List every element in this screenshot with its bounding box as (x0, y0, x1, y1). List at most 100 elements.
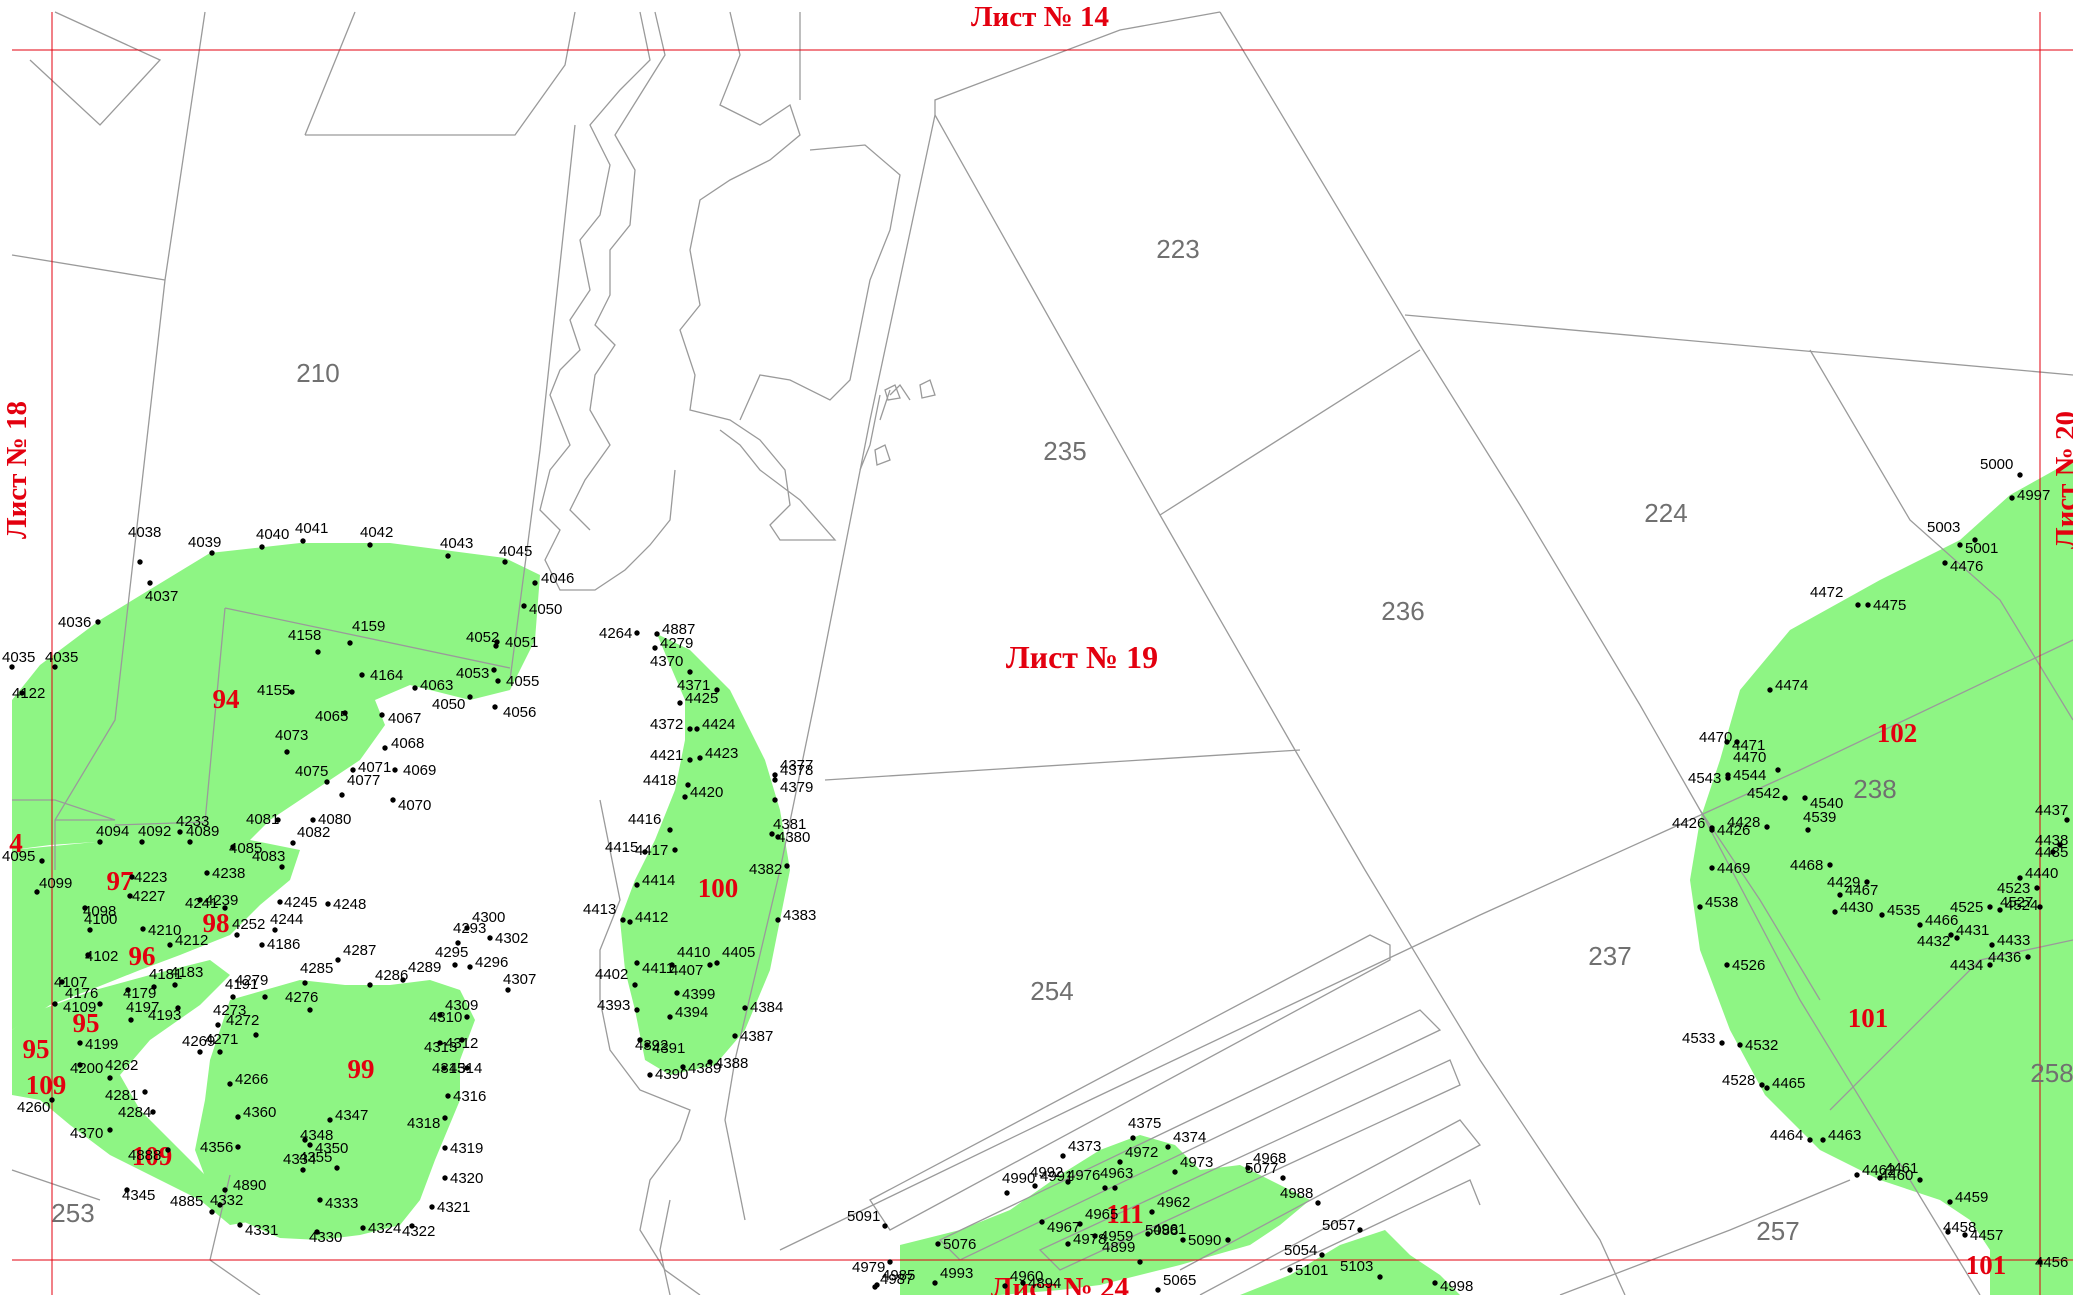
boundary-point-marker (107, 1075, 113, 1081)
boundary-point-label: 5091 (847, 1208, 880, 1225)
river-bank (679, 11, 837, 541)
boundary-point-label: 4279 (660, 635, 693, 652)
boundary-point-label: 4332 (210, 1192, 243, 1209)
boundary-point-marker (1225, 1237, 1231, 1243)
boundary-point-label: 4387 (740, 1028, 773, 1045)
boundary-point-label: 4421 (650, 747, 683, 764)
parcel-label: 258 (2030, 1058, 2073, 1088)
boundary-point-marker (150, 1109, 156, 1115)
boundary-point-marker (1987, 904, 1993, 910)
boundary-point-marker (887, 1259, 893, 1265)
boundary-point-label: 4039 (188, 534, 221, 551)
boundary-point-marker (1165, 1144, 1171, 1150)
boundary-point-label: 4176 (65, 985, 98, 1002)
boundary-point-label: 4998 (1440, 1278, 1473, 1295)
boundary-point-label: 4402 (595, 966, 628, 983)
boundary-point-marker (9, 664, 15, 670)
boundary-point-label: 4417 (635, 842, 668, 859)
boundary-point-marker (1827, 862, 1833, 868)
boundary-point-marker (137, 559, 143, 565)
boundary-point-marker (1837, 892, 1843, 898)
boundary-point-label: 4035 (45, 649, 78, 666)
boundary-point-marker (360, 1225, 366, 1231)
boundary-point-label: 4094 (96, 823, 129, 840)
boundary-point-marker (209, 1209, 215, 1215)
boundary-point-marker (2037, 1259, 2043, 1265)
boundary-line (1279, 1179, 1481, 1271)
boundary-point-label: 4350 (315, 1140, 348, 1157)
boundary-point-marker (1877, 1175, 1883, 1181)
boundary-line (224, 607, 511, 669)
boundary-point-label: 4210 (148, 922, 181, 939)
boundary-point-label: 4471 (1732, 737, 1765, 754)
zone-label: 97 (107, 866, 134, 896)
islet (884, 384, 901, 401)
boundary-point-label: 4042 (360, 524, 393, 541)
boundary-point-marker (1948, 932, 1954, 938)
boundary-point-label: 4302 (495, 930, 528, 947)
boundary-point-label: 4543 (1688, 770, 1721, 787)
zone-label: 96 (129, 941, 156, 971)
boundary-point-label: 4287 (343, 942, 376, 959)
boundary-point-marker (1725, 775, 1731, 781)
boundary-point-label: 4462 (1862, 1162, 1895, 1179)
boundary-point-label: 4309 (445, 997, 478, 1014)
boundary-point-label: 4041 (295, 520, 328, 537)
boundary-point-label: 4377 (780, 757, 813, 774)
boundary-point-label: 4979 (852, 1259, 885, 1276)
boundary-point-label: 4262 (105, 1057, 138, 1074)
boundary-point-marker (1724, 962, 1730, 968)
boundary-point-marker (1172, 1169, 1178, 1175)
boundary-point-marker (492, 704, 498, 710)
boundary-point-label: 4045 (499, 543, 532, 560)
boundary-point-marker (452, 962, 458, 968)
boundary-point-marker (1377, 1274, 1383, 1280)
boundary-point-marker (2025, 954, 2031, 960)
boundary-line (11, 1169, 101, 1201)
boundary-point-label: 4095 (2, 848, 35, 865)
boundary-point-label: 4077 (347, 772, 380, 789)
boundary-point-marker (742, 1005, 748, 1011)
boundary-point-marker (142, 1089, 148, 1095)
boundary-point-label: 4082 (297, 824, 330, 841)
boundary-point-marker (279, 864, 285, 870)
boundary-point-marker (502, 559, 508, 565)
boundary-point-marker (1947, 1199, 1953, 1205)
boundary-point-marker (1112, 1185, 1118, 1191)
boundary-point-label: 4375 (1128, 1115, 1161, 1132)
boundary-line (29, 11, 162, 126)
boundary-point-marker (359, 672, 365, 678)
boundary-point-label: 4380 (777, 829, 810, 846)
boundary-point-label: 4527 (2000, 894, 2033, 911)
boundary-point-label: 4293 (453, 920, 486, 937)
boundary-point-marker (307, 1142, 313, 1148)
boundary-point-label: 4526 (1732, 957, 1765, 974)
boundary-point-label: 4468 (1790, 857, 1823, 874)
boundary-point-label: 4050 (529, 601, 562, 618)
boundary-point-marker (491, 667, 497, 673)
boundary-line (1404, 314, 2073, 376)
boundary-point-marker (707, 1059, 713, 1065)
boundary-point-marker (2017, 472, 2023, 478)
boundary-point-marker (772, 777, 778, 783)
boundary-point-label: 4965 (1085, 1206, 1118, 1223)
zone-bottom-strip-area (1240, 1230, 1460, 1295)
boundary-point-label: 4193 (148, 1007, 181, 1024)
boundary-point-label: 4438 (2035, 832, 2068, 849)
boundary-point-marker (669, 962, 675, 968)
boundary-point-marker (289, 689, 295, 695)
boundary-point-marker (459, 1037, 465, 1043)
boundary-point-label: 4286 (375, 967, 408, 984)
boundary-point-marker (317, 1197, 323, 1203)
boundary-point-marker (464, 1065, 470, 1071)
boundary-point-label: 4544 (1733, 767, 1766, 784)
boundary-line (779, 639, 2073, 1251)
boundary-point-label: 4373 (1068, 1138, 1101, 1155)
boundary-point-label: 4040 (256, 526, 289, 543)
boundary-point-marker (222, 905, 228, 911)
boundary-point-label: 4321 (437, 1199, 470, 1216)
boundary-point-label: 4457 (1970, 1227, 2003, 1244)
boundary-point-label: 5065 (1163, 1272, 1196, 1289)
boundary-point-marker (1287, 1267, 1293, 1273)
boundary-point-label: 4186 (267, 936, 300, 953)
